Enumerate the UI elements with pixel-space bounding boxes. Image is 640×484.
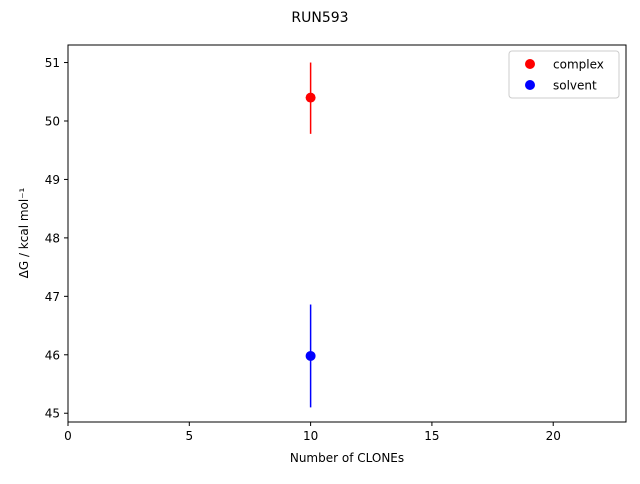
x-tick-label: 0: [64, 429, 72, 443]
legend-box: [508, 50, 620, 99]
y-tick-label: 47: [45, 290, 60, 304]
legend-marker-solvent: [525, 80, 535, 90]
y-tick-label: 46: [45, 348, 60, 362]
y-axis: 45 46 47 48 49 50 51: [45, 56, 68, 421]
y-axis-label: ΔG / kcal mol⁻¹: [17, 187, 31, 278]
y-tick-label: 45: [45, 407, 60, 421]
x-tick-label: 15: [424, 429, 439, 443]
data-marks: [305, 62, 316, 408]
plot-area: [67, 44, 627, 423]
x-tick-label: 10: [303, 429, 318, 443]
y-tick-label: 51: [45, 56, 60, 70]
data-point-solvent: [305, 350, 316, 361]
data-point-complex: [305, 92, 316, 103]
y-tick-label: 50: [45, 114, 60, 128]
y-tick-label: 48: [45, 231, 60, 245]
legend-label-complex: complex: [553, 58, 604, 72]
x-tick-label: 5: [185, 429, 193, 443]
chart-title: RUN593: [291, 10, 348, 26]
x-axis-label: Number of CLONEs: [290, 451, 404, 465]
y-tick-label: 49: [45, 173, 60, 187]
x-axis: 0 5 10 15 20: [64, 422, 561, 443]
legend-label-solvent: solvent: [553, 79, 597, 93]
x-tick-label: 20: [546, 429, 561, 443]
legend-marker-complex: [525, 59, 535, 69]
legend: complex solvent: [508, 50, 620, 99]
